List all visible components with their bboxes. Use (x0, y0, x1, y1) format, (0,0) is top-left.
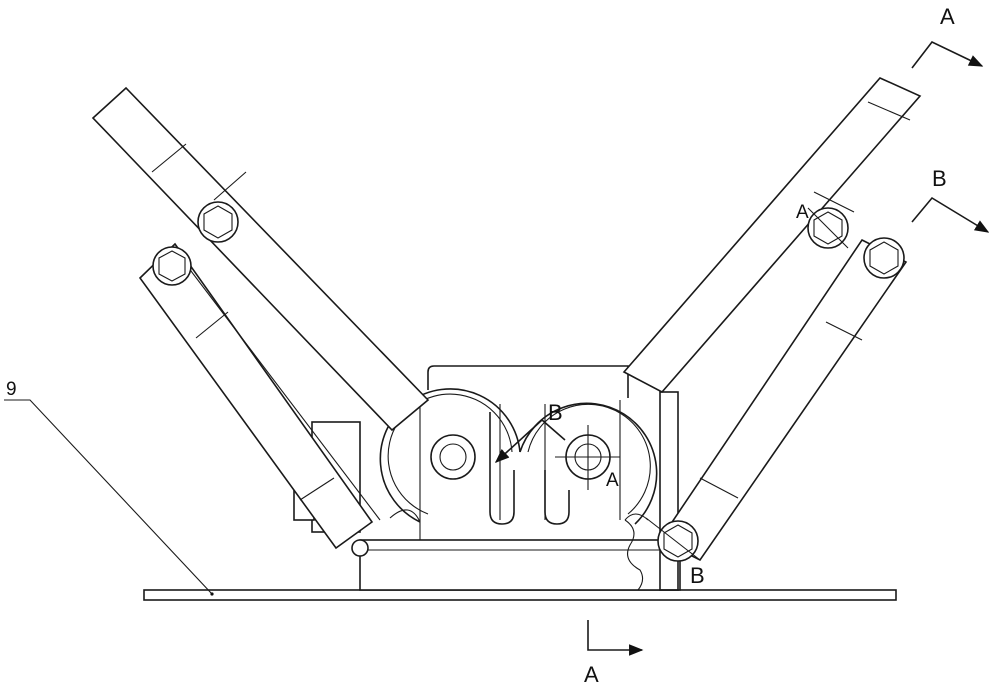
section-arrow-a-top (912, 42, 982, 68)
right-lower-arm (646, 238, 906, 561)
section-label-a-bolt: A (796, 202, 809, 223)
section-label-a-bottom: A (584, 662, 599, 686)
section-label-a-top: A (940, 4, 955, 29)
section-label-a-center: A (606, 470, 619, 491)
leader-line-9 (4, 400, 214, 596)
part-number-label: 9 (6, 379, 17, 400)
section-arrow-b-right (912, 198, 988, 232)
base-plate (144, 590, 896, 600)
section-arrow-a-bottom (588, 620, 642, 650)
section-arrow-b-center (496, 420, 565, 462)
section-label-b-right: B (932, 166, 947, 191)
section-label-b-lower: B (690, 563, 705, 588)
section-label-b-center: B (548, 400, 563, 425)
right-upper-arm (624, 78, 920, 392)
